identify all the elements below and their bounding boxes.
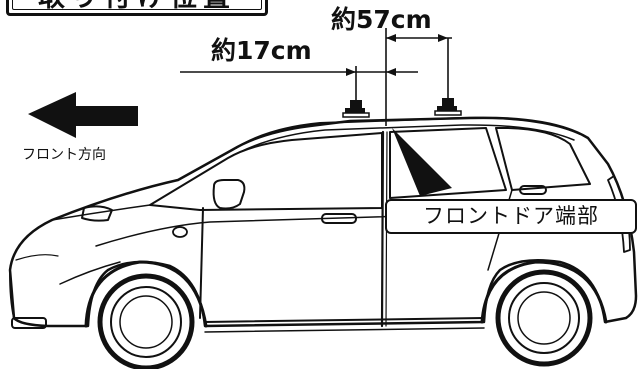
diagram-title: 取り付け位置 xyxy=(9,0,265,12)
headlight xyxy=(81,205,113,222)
front-offset-label: 約17cm xyxy=(211,36,312,65)
title-box-inner-frame xyxy=(12,0,262,10)
front-door-seam xyxy=(199,207,204,319)
rear-side-window xyxy=(389,127,507,199)
fog-light xyxy=(11,317,47,329)
center-pillar xyxy=(380,130,385,328)
front-wheel xyxy=(97,273,195,369)
rear-quarter-window xyxy=(495,126,591,191)
rack-spacing-label: 約57cm xyxy=(331,5,432,34)
front-bumper xyxy=(9,271,15,319)
callout-pointer xyxy=(392,128,452,196)
side-sill xyxy=(204,317,485,323)
title-box: 取り付け位置 xyxy=(6,0,268,16)
side-mirror xyxy=(212,179,246,210)
rear-wheel xyxy=(495,269,593,367)
roof-rail xyxy=(235,116,581,149)
side-marker xyxy=(172,226,188,238)
rear-door-handle xyxy=(519,185,547,195)
roof-rack-front xyxy=(342,100,370,118)
front-side-window xyxy=(149,132,383,211)
front-direction-label: フロント方向 xyxy=(22,147,106,163)
front-direction-arrow xyxy=(28,92,138,138)
front-door-edge-label: フロントドア端部 xyxy=(385,199,637,234)
front-door-handle xyxy=(321,213,357,224)
roof-rack-rear xyxy=(434,98,462,116)
